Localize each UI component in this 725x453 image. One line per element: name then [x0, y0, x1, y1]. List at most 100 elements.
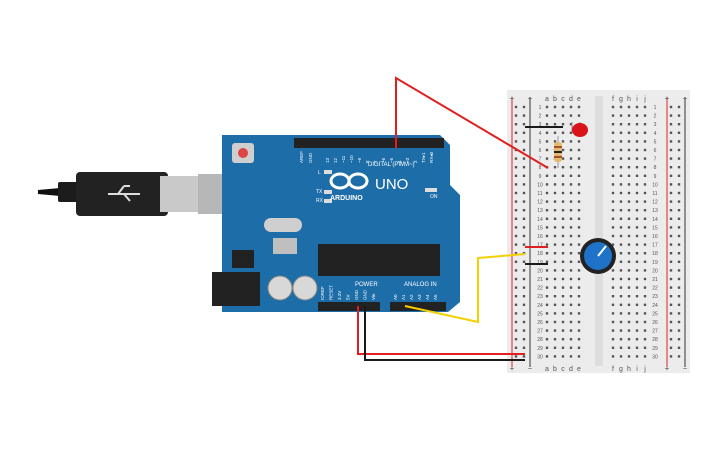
breadboard-hole[interactable] — [577, 295, 581, 298]
breadboard-hole[interactable] — [522, 200, 526, 203]
breadboard-hole[interactable] — [522, 320, 526, 324]
breadboard-hole[interactable] — [619, 252, 623, 255]
breadboard-hole[interactable] — [669, 148, 673, 152]
breadboard-hole[interactable] — [577, 260, 581, 263]
breadboard-hole[interactable] — [545, 312, 549, 315]
breadboard-hole[interactable] — [577, 329, 581, 332]
breadboard-hole[interactable] — [569, 123, 573, 126]
breadboard-hole[interactable] — [611, 286, 615, 289]
breadboard-hole[interactable] — [611, 174, 615, 177]
breadboard-hole[interactable] — [677, 295, 681, 298]
breadboard-hole[interactable] — [635, 243, 639, 246]
breadboard-hole[interactable] — [627, 320, 631, 324]
breadboard-hole[interactable] — [569, 140, 573, 143]
breadboard-hole[interactable] — [577, 157, 581, 160]
breadboard-hole[interactable] — [635, 346, 639, 349]
breadboard-hole[interactable] — [522, 123, 526, 126]
breadboard-hole[interactable] — [561, 243, 565, 246]
breadboard-hole[interactable] — [514, 131, 518, 134]
breadboard-hole[interactable] — [611, 277, 615, 281]
breadboard-hole[interactable] — [635, 303, 639, 306]
breadboard-hole[interactable] — [561, 320, 565, 324]
breadboard-hole[interactable] — [669, 312, 673, 315]
breadboard-hole[interactable] — [611, 209, 615, 212]
breadboard-hole[interactable] — [627, 295, 631, 298]
breadboard-hole[interactable] — [627, 303, 631, 306]
breadboard-hole[interactable] — [627, 355, 631, 358]
breadboard-hole[interactable] — [635, 234, 639, 238]
breadboard-hole[interactable] — [611, 217, 615, 220]
breadboard-hole[interactable] — [677, 243, 681, 246]
breadboard-hole[interactable] — [619, 174, 623, 177]
breadboard-hole[interactable] — [635, 183, 639, 186]
breadboard-hole[interactable] — [569, 114, 573, 117]
breadboard-hole[interactable] — [545, 346, 549, 349]
wire-red-5v[interactable] — [357, 306, 525, 355]
breadboard-hole[interactable] — [522, 269, 526, 272]
breadboard-hole[interactable] — [635, 191, 639, 195]
breadboard-hole[interactable] — [545, 286, 549, 289]
breadboard-hole[interactable] — [669, 303, 673, 306]
breadboard-hole[interactable] — [522, 217, 526, 220]
breadboard-hole[interactable] — [522, 114, 526, 117]
breadboard-hole[interactable] — [569, 191, 573, 195]
breadboard-hole[interactable] — [569, 303, 573, 306]
breadboard-hole[interactable] — [577, 338, 581, 341]
breadboard-hole[interactable] — [627, 157, 631, 160]
breadboard-hole[interactable] — [643, 217, 647, 220]
breadboard-hole[interactable] — [569, 174, 573, 177]
breadboard-hole[interactable] — [619, 234, 623, 238]
breadboard-hole[interactable] — [577, 105, 581, 109]
breadboard-hole[interactable] — [561, 123, 565, 126]
breadboard-hole[interactable] — [569, 105, 573, 109]
breadboard-hole[interactable] — [627, 312, 631, 315]
breadboard-hole[interactable] — [635, 295, 639, 298]
breadboard-hole[interactable] — [569, 346, 573, 349]
breadboard-hole[interactable] — [553, 234, 557, 238]
breadboard-hole[interactable] — [514, 166, 518, 169]
breadboard-hole[interactable] — [677, 260, 681, 263]
breadboard-hole[interactable] — [611, 269, 615, 272]
breadboard-hole[interactable] — [627, 338, 631, 341]
breadboard-hole[interactable] — [569, 226, 573, 229]
breadboard-hole[interactable] — [522, 346, 526, 349]
breadboard-hole[interactable] — [545, 209, 549, 212]
breadboard-hole[interactable] — [635, 226, 639, 229]
breadboard-hole[interactable] — [514, 123, 518, 126]
breadboard-hole[interactable] — [514, 277, 518, 281]
breadboard-hole[interactable] — [643, 312, 647, 315]
breadboard-hole[interactable] — [561, 200, 565, 203]
breadboard-hole[interactable] — [669, 131, 673, 134]
breadboard-hole[interactable] — [619, 303, 623, 306]
breadboard-hole[interactable] — [514, 295, 518, 298]
breadboard-hole[interactable] — [545, 329, 549, 332]
breadboard-hole[interactable] — [643, 114, 647, 117]
breadboard-hole[interactable] — [635, 338, 639, 341]
breadboard-hole[interactable] — [514, 191, 518, 195]
breadboard-hole[interactable] — [514, 346, 518, 349]
breadboard-hole[interactable] — [545, 131, 549, 134]
breadboard-hole[interactable] — [569, 329, 573, 332]
breadboard-hole[interactable] — [522, 234, 526, 238]
breadboard-hole[interactable] — [677, 148, 681, 152]
breadboard-hole[interactable] — [553, 303, 557, 306]
breadboard-hole[interactable] — [577, 269, 581, 272]
breadboard-hole[interactable] — [553, 277, 557, 281]
breadboard-hole[interactable] — [553, 105, 557, 109]
breadboard-hole[interactable] — [561, 303, 565, 306]
breadboard-hole[interactable] — [561, 157, 565, 160]
breadboard-hole[interactable] — [643, 191, 647, 195]
breadboard-hole[interactable] — [627, 191, 631, 195]
breadboard-hole[interactable] — [635, 174, 639, 177]
breadboard-hole[interactable] — [611, 140, 615, 143]
breadboard-hole[interactable] — [635, 114, 639, 117]
breadboard-hole[interactable] — [514, 338, 518, 341]
breadboard-hole[interactable] — [522, 226, 526, 229]
breadboard-hole[interactable] — [522, 105, 526, 109]
breadboard-hole[interactable] — [545, 277, 549, 281]
breadboard-hole[interactable] — [569, 183, 573, 186]
breadboard-hole[interactable] — [569, 217, 573, 220]
breadboard-hole[interactable] — [669, 320, 673, 324]
breadboard-hole[interactable] — [669, 277, 673, 281]
breadboard-hole[interactable] — [561, 114, 565, 117]
